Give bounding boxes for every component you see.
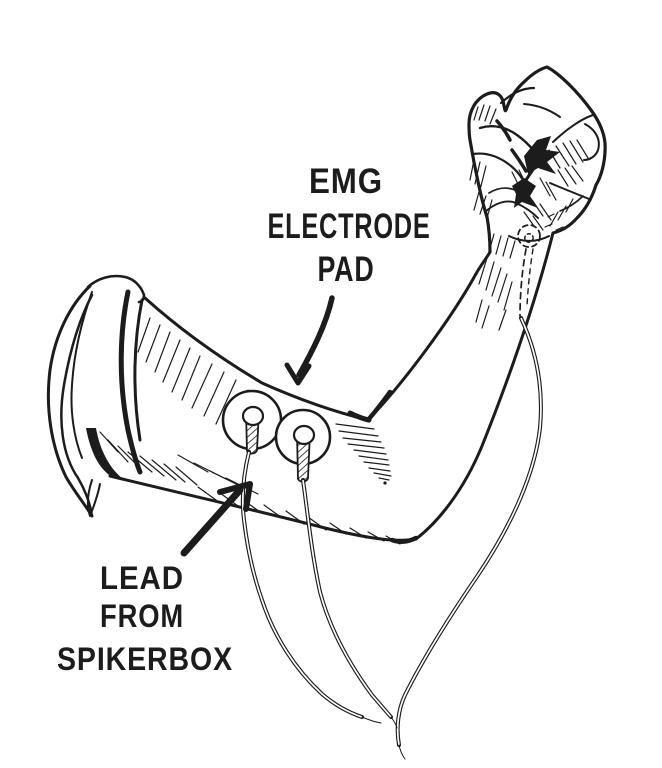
clenched-fist — [467, 65, 607, 254]
electrode-pad-right — [274, 408, 332, 483]
lead-annotation-arrow — [180, 481, 253, 557]
label-emg-line2: ELECTRODE — [268, 207, 431, 246]
electrode-pad-annotation-arrow — [284, 295, 335, 386]
rolled-sleeve — [46, 274, 146, 518]
electrode-pad-left — [221, 389, 283, 455]
label-lead-line1: LEAD — [100, 560, 184, 596]
ground-wire — [395, 316, 543, 760]
inner-elbow-shading — [335, 423, 392, 485]
label-lead-from-spikerbox: LEAD FROM SPIKERBOX — [57, 560, 233, 677]
label-emg-line1: EMG — [309, 162, 383, 201]
label-emg-electrode-pad: EMG ELECTRODE PAD — [268, 162, 431, 289]
forearm — [365, 231, 555, 541]
lead-wire-left — [240, 450, 382, 724]
lead-wire-right — [301, 478, 398, 729]
ground-electrode-dashed — [517, 224, 541, 317]
label-emg-line3: PAD — [318, 250, 375, 289]
label-lead-line3: SPIKERBOX — [57, 641, 233, 677]
label-lead-line2: FROM — [100, 598, 184, 634]
wrist-shading — [475, 233, 516, 331]
fist-shading — [469, 104, 589, 231]
